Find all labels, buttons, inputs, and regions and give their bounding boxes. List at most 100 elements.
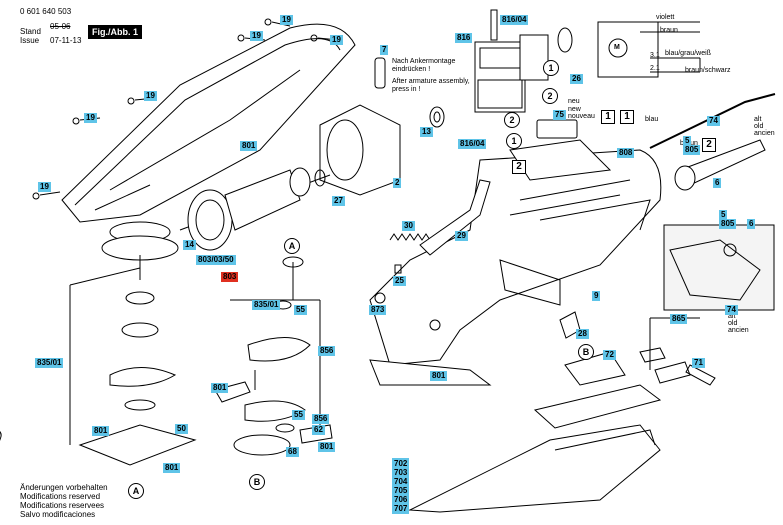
part-705: 705 [394, 486, 408, 495]
old-label-en-top: old [754, 123, 764, 130]
old-label-fr-bottom: ancien [728, 327, 749, 334]
date-old: 05-06 [50, 22, 71, 31]
label-835-01-left: 835/01 [35, 358, 64, 368]
gear-assembly [0, 221, 197, 466]
label-805-bottom: 805 [719, 219, 737, 229]
old-label-de-top: alt [754, 116, 762, 123]
label-30: 30 [402, 221, 415, 231]
blade-part-numbers: 702 703 704 705 706 707 [392, 458, 410, 514]
label-6-bottom: 6 [747, 219, 756, 229]
callout-1-brush: 1 [543, 60, 559, 76]
label-801-left: 801 [92, 426, 110, 436]
nut-873 [374, 292, 386, 304]
label-7: 7 [380, 45, 389, 55]
lever-29 [419, 179, 491, 256]
upper-housing-shell [61, 23, 356, 223]
callout-a-top: A [284, 238, 300, 254]
label-856-top: 856 [318, 346, 336, 356]
label-19-b: 19 [250, 31, 263, 41]
wire-violett: violett [656, 14, 675, 21]
label-865: 865 [670, 314, 688, 324]
label-801-bottom: 801 [163, 463, 181, 473]
label-72: 72 [603, 350, 616, 360]
spindle-parts [233, 256, 311, 456]
label-816-04-bottom: 816/04 [458, 139, 487, 149]
part-706: 706 [394, 495, 408, 504]
label-801-bracket: 801 [318, 442, 336, 452]
label-50: 50 [175, 424, 188, 434]
footer-de: Änderungen vorbehalten [20, 483, 108, 492]
armature [179, 167, 331, 251]
old-label-fr-top: ancien [754, 130, 775, 137]
label-55-bottom: 55 [292, 410, 305, 420]
footer-notice: Änderungen vorbehalten Modifications res… [20, 483, 108, 519]
label-9: 9 [592, 291, 601, 301]
armature-note-de: Nach Ankermontage eindrücken ! [392, 58, 456, 73]
issue-label: Issue [20, 36, 40, 45]
label-74-top: 74 [707, 116, 720, 126]
label-19-d: 19 [144, 91, 157, 101]
label-68: 68 [286, 447, 299, 457]
callout-2-switch: 2 [504, 112, 520, 128]
armature-note-en: After armature assembly, press in ! [392, 78, 470, 93]
callout-b-top: B [578, 344, 594, 360]
box-1-right: 1 [620, 110, 634, 124]
wire-blau: blau [645, 116, 659, 123]
label-816-04-top: 816/04 [500, 15, 529, 25]
label-75: 75 [553, 110, 566, 120]
new-label-de: neu [568, 98, 580, 105]
part-707: 707 [394, 504, 408, 513]
label-5-bottom: 5 [719, 210, 728, 220]
label-873: 873 [369, 305, 387, 315]
part-702: 702 [394, 459, 408, 468]
callout-1-switch: 1 [506, 133, 522, 149]
label-801-lower: 801 [430, 371, 448, 381]
label-28: 28 [576, 329, 589, 339]
footer-es: Salvo modificaciones [20, 510, 96, 519]
label-19-c: 19 [330, 35, 343, 45]
part-704: 704 [394, 477, 408, 486]
label-816: 816 [455, 33, 473, 43]
stator-2 [319, 104, 401, 196]
old-label-en-bottom: old [728, 320, 738, 327]
label-808: 808 [617, 148, 635, 158]
box-2-right: 2 [702, 138, 716, 152]
spring-30 [389, 233, 431, 241]
label-27: 27 [332, 196, 345, 206]
stand-label: Stand [20, 27, 41, 36]
wire-braun: braun [660, 27, 678, 34]
callout-b-bottom: B [249, 474, 265, 490]
label-14: 14 [183, 240, 196, 250]
label-856-bottom: 856 [312, 414, 330, 424]
label-29: 29 [455, 231, 468, 241]
label-19-f: 19 [38, 182, 51, 192]
bearing-13 [429, 106, 445, 128]
part-703: 703 [394, 468, 408, 477]
box-2-left: 2 [512, 160, 526, 174]
figure-label: Fig./Abb. 1 [88, 25, 142, 39]
label-2: 2 [393, 178, 402, 188]
label-835-01-center: 835/01 [252, 300, 281, 310]
lower-housing-801 [369, 149, 662, 386]
new-label-en: new [568, 106, 581, 113]
label-55-top: 55 [294, 305, 307, 315]
label-13: 13 [420, 127, 433, 137]
label-5-top: 5 [683, 136, 692, 146]
old-label-de-bottom: alt [728, 313, 736, 320]
label-805-top: 805 [683, 145, 701, 155]
switch-75 [536, 119, 578, 139]
pin-25 [394, 264, 402, 274]
label-74-bottom: 74 [725, 305, 738, 315]
callout-2-brush: 2 [542, 88, 558, 104]
label-19-a: 19 [280, 15, 293, 25]
wire-braun-schwarz: braun/schwarz [685, 67, 731, 74]
new-label-fr: nouveau [568, 113, 595, 120]
callout-a-bottom: A [128, 483, 144, 499]
label-803-03-50: 803/03/50 [196, 255, 236, 265]
footer-en: Modifications reserved [20, 492, 101, 501]
terminal-2-1: 2.1 [650, 65, 660, 72]
label-26: 26 [570, 74, 583, 84]
label-19-e: 19 [84, 113, 97, 123]
clip-801a [214, 381, 251, 403]
